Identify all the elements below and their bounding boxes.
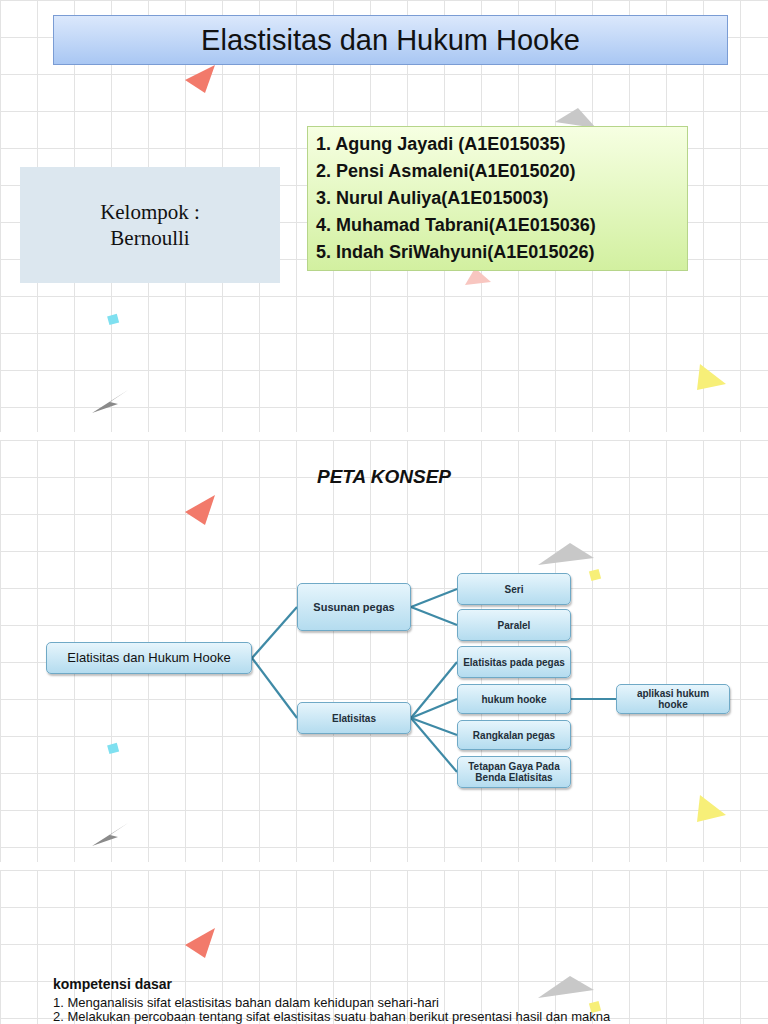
connector-line bbox=[252, 607, 297, 658]
node-text: aplikasi hukum hooke bbox=[621, 688, 725, 710]
concept-box: hukum hooke bbox=[457, 684, 571, 714]
slide-text: 1. Menganalisis sifat elastisitas bahan … bbox=[53, 996, 439, 1010]
node-text: Paralel bbox=[498, 620, 531, 631]
node-text: 4. Muhamad Tabrani(A1E015036) bbox=[316, 212, 679, 239]
connector-line bbox=[411, 662, 457, 718]
concept-box: Paralel bbox=[457, 609, 571, 641]
concept-box: Susunan pegas bbox=[297, 583, 411, 631]
node-text: Rangkalan pegas bbox=[473, 730, 555, 741]
node-text: 2. Pensi Asmaleni(A1E015020) bbox=[316, 158, 679, 185]
slide-title: Elastisitas dan Hukum Hooke bbox=[201, 24, 580, 57]
member-list: 1. Agung Jayadi (A1E015035)2. Pensi Asma… bbox=[307, 126, 688, 271]
concept-box: Tetapan Gaya Pada Benda Elatisitas bbox=[457, 756, 571, 788]
slide-text: 2. Melakukan percobaan tentang sifat ela… bbox=[53, 1010, 610, 1024]
concept-box: Elatisitas bbox=[297, 702, 411, 734]
group-box: Kelompok : Bernoulli bbox=[20, 167, 280, 283]
concept-box: Rangkalan pegas bbox=[457, 720, 571, 750]
connector-line bbox=[411, 607, 457, 625]
node-text: Elatisitas bbox=[332, 713, 376, 724]
node-text: hukum hooke bbox=[481, 694, 546, 705]
connector-line bbox=[411, 699, 457, 718]
node-text: Elatisitas pada pegas bbox=[463, 657, 565, 668]
concept-box: Elatisitas dan Hukum Hooke bbox=[46, 642, 252, 674]
node-text: 1. Agung Jayadi (A1E015035) bbox=[316, 131, 679, 158]
concept-box: Seri bbox=[457, 573, 571, 605]
connector-line bbox=[411, 589, 457, 607]
node-text: Seri bbox=[505, 584, 524, 595]
node-text: Kelompok : Bernoulli bbox=[60, 199, 240, 252]
connector-line bbox=[571, 698, 616, 700]
node-text: 3. Nurul Auliya(A1E015003) bbox=[316, 185, 679, 212]
node-text: Elatisitas dan Hukum Hooke bbox=[67, 651, 230, 665]
node-text: 5. Indah SriWahyuni(A1E015026) bbox=[316, 239, 679, 266]
concept-box: aplikasi hukum hooke bbox=[616, 684, 730, 714]
node-text: Tetapan Gaya Pada Benda Elatisitas bbox=[462, 761, 566, 783]
connector-line bbox=[252, 658, 297, 718]
slide-text: kompetensi dasar bbox=[53, 977, 172, 991]
concept-box: Elatisitas pada pegas bbox=[457, 646, 571, 678]
title-bar: Elastisitas dan Hukum Hooke bbox=[53, 15, 728, 65]
connector-line bbox=[411, 718, 457, 772]
node-text: Susunan pegas bbox=[313, 601, 394, 613]
section-heading: PETA KONSEP bbox=[0, 470, 768, 484]
